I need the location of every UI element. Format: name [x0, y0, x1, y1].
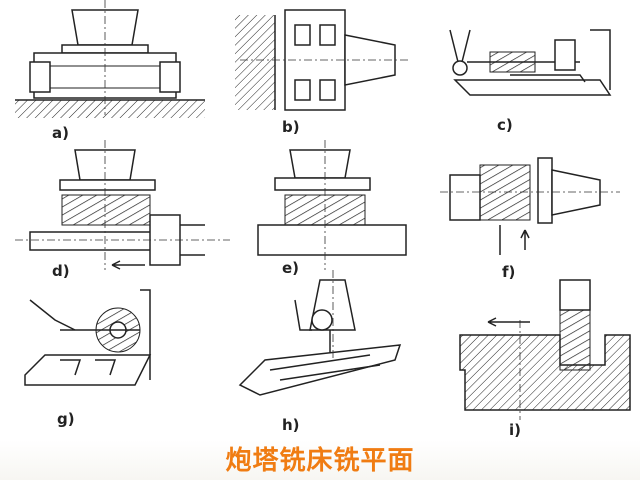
panel-g-gear-mill — [24, 289, 152, 386]
panel-b-side-mill — [235, 9, 410, 111]
panel-label-i: i) — [509, 421, 521, 439]
panel-d-combined-cutter — [15, 140, 230, 270]
panel-e-end-face-mill — [257, 140, 407, 270]
panel-label-d: d) — [52, 262, 70, 280]
panel-label-g: g) — [57, 410, 75, 428]
panel-label-h: h) — [282, 416, 300, 434]
panel-label-f: f) — [502, 263, 516, 281]
panel-label-e: e) — [282, 259, 300, 277]
panel-a-face-mill — [15, 0, 205, 118]
panel-label-b: b) — [282, 118, 300, 136]
caption-title: 炮塔铣床铣平面 — [225, 446, 415, 476]
panel-label-c: c) — [497, 116, 513, 134]
panel-h-vertical-slot — [238, 270, 402, 396]
panel-label-a: a) — [52, 124, 69, 142]
panel-c-cylinder-mill — [449, 29, 612, 96]
panel-f-angle-mill — [440, 157, 620, 255]
panel-i-slot-end-mill — [459, 279, 631, 420]
